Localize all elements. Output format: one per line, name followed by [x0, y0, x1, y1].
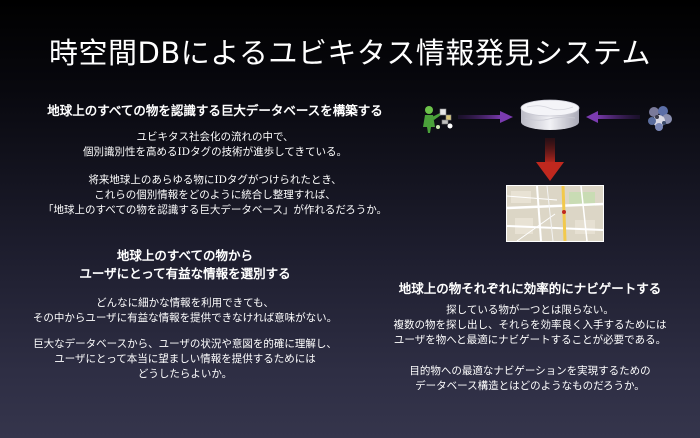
section3-para1: 探している物が一つとは限らない。 複数の物を探し出し、それらを効率良く入手するた…: [360, 303, 700, 348]
section3-heading: 地球上の物それぞれに効率的にナビゲートする: [398, 281, 662, 296]
database-disk-icon: [520, 99, 580, 130]
section1-para1: ユビキタス社会化の流れの中で、 個別識別性を高めるIDタグの技術が進歩してきてい…: [10, 130, 420, 160]
section2-heading-line: 地球上のすべての物から: [116, 248, 254, 263]
map-icon: [506, 185, 604, 242]
section3-para2: 目的物への最適なナビゲーションを実現するための データベース構造とはどのようなも…: [360, 364, 700, 394]
section1-para2-line: これらの個別情報をどのように統合し整理すれば、: [94, 189, 336, 201]
section2-para2-line: 巨大なデータベースから、ユーザの状況や意図を的確に理解し、: [33, 338, 337, 350]
section2-para2: 巨大なデータベースから、ユーザの状況や意図を的確に理解し、 ユーザにとって本当に…: [10, 337, 360, 382]
section3-para1-line: 複数の物を探し出し、それらを効率良く入手するためには: [393, 319, 667, 331]
section2-heading-line: ユーザにとって有益な情報を選別する: [79, 266, 291, 281]
section2-para2-line: ユーザにとって本当に望ましい情報を提供するためには: [54, 353, 316, 365]
section1-para2-line: 将来地球上のあらゆる物にIDタグがつけられたとき、: [88, 174, 342, 186]
section1-para2-line: 「地球上のすべての物を認識する巨大データベース」が作れるだろうか。: [43, 204, 387, 216]
object-cluster-icon: [648, 106, 672, 131]
section1-para1-line: ユビキタス社会化の流れの中で、: [136, 131, 294, 143]
section2-para2-line: どうしたらよいか。: [137, 368, 233, 380]
map-streets: [507, 186, 603, 241]
section3-para2-line: データベース構造とはどのようなものだろうか。: [415, 380, 645, 392]
section1-para1-line: 個別識別性を高めるIDタグの技術が進歩してきている。: [83, 146, 347, 158]
section2-para1-line: その中からユーザに有益な情報を提供できなければ意味がない。: [32, 312, 338, 324]
section2-heading: 地球上のすべての物から ユーザにとって有益な情報を選別する: [10, 247, 360, 283]
arrow-right-icon: [458, 111, 513, 123]
slide-title: 時空間DBによるユビキタス情報発見システム: [49, 36, 651, 70]
section1-para2: 将来地球上のあらゆる物にIDタグがつけられたとき、 これらの個別情報をどのように…: [10, 173, 420, 218]
section2-para1-line: どんなに細かな情報を利用できても、: [96, 297, 274, 309]
section2-para1: どんなに細かな情報を利用できても、 その中からユーザに有益な情報を提供できなけれ…: [10, 296, 360, 326]
arrow-down-icon: [536, 138, 564, 181]
arrow-left-icon: [586, 111, 640, 123]
section3-para2-line: 目的物への最適なナビゲーションを実現するための: [409, 365, 651, 377]
section3-para1-line: 探している物が一つとは限らない。: [446, 304, 614, 316]
person-with-items-icon: [423, 106, 453, 133]
section1-heading: 地球上のすべての物を認識する巨大データベースを構築する: [47, 103, 383, 118]
section3-para1-line: ユーザを物へと最適にナビゲートすることが必要である。: [393, 334, 667, 346]
